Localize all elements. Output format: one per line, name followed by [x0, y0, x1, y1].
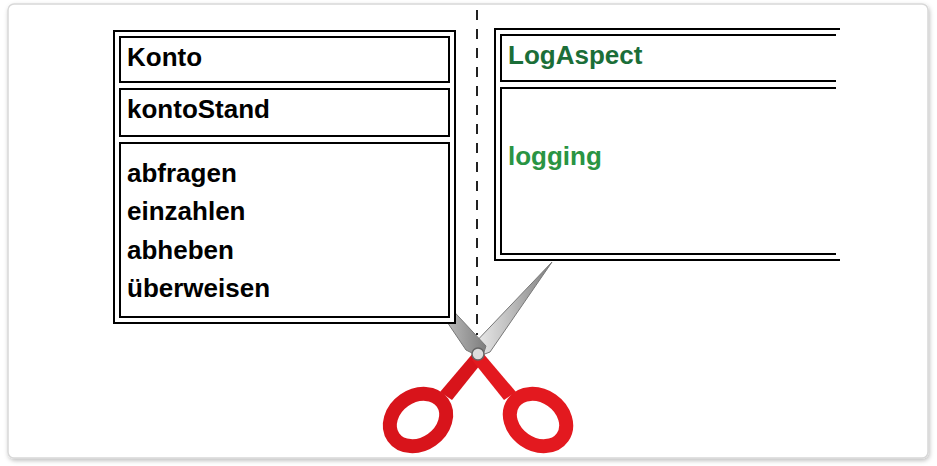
class-box: Konto kontoStand abfragen einzahlen abhebe…: [113, 30, 456, 324]
frame: [8, 4, 928, 458]
aspect-advice: logging: [508, 141, 830, 172]
compartment: Konto: [119, 36, 450, 83]
class-attribute: kontoStand: [127, 94, 442, 125]
aspect-box: LogAspect logging: [494, 28, 840, 261]
cut-line: [476, 10, 478, 335]
compartment: kontoStand: [119, 88, 450, 137]
compartment: logging: [500, 87, 836, 255]
class-methods: abfragen einzahlen abheben überweisen: [127, 154, 270, 308]
compartment: abfragen einzahlen abheben überweisen: [119, 142, 450, 318]
aspect-name: LogAspect: [508, 40, 830, 71]
class-name: Konto: [127, 42, 442, 73]
compartment: LogAspect: [500, 34, 836, 82]
